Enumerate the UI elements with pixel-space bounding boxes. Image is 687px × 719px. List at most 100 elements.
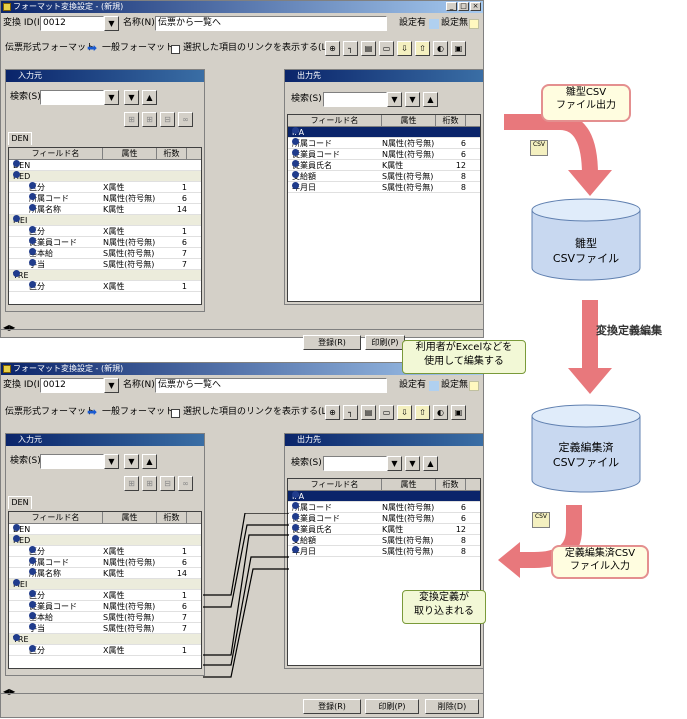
color-tool-icon-2[interactable]: ◐ <box>433 405 448 420</box>
input-search-dropdown-2[interactable]: ▼ <box>104 454 119 469</box>
tab-den[interactable]: DEN <box>8 132 32 145</box>
row-attr: N属性(符号無) <box>103 194 156 203</box>
output-search-down[interactable]: ▼ <box>405 92 420 107</box>
csv-export-icon-2[interactable]: ⇩ <box>397 405 412 420</box>
row-name-text: 年月日 <box>292 183 316 192</box>
csv-export-icon[interactable]: ⇩ <box>397 41 412 56</box>
id-dropdown-button-2[interactable]: ▼ <box>104 378 119 393</box>
maximize-button[interactable]: □ <box>458 2 469 11</box>
input-search-up-2[interactable]: ▲ <box>142 454 157 469</box>
output-search-dropdown[interactable]: ▼ <box>387 92 402 107</box>
field-node-icon <box>13 215 20 222</box>
input-tool-icon-4[interactable]: ∞ <box>178 112 193 127</box>
input-tool-icon-2[interactable]: ⊞ <box>142 112 157 127</box>
tab-den-2[interactable]: DEN <box>8 496 32 509</box>
input-row[interactable]: TRE <box>9 634 201 645</box>
map-tool-icon-2[interactable]: ▤ <box>361 405 376 420</box>
input-search-up[interactable]: ▲ <box>142 90 157 105</box>
output-row[interactable]: IPA <box>288 127 480 138</box>
input-tool-icon-3b[interactable]: ⊟ <box>160 476 175 491</box>
input-tool-icon-3[interactable]: ⊟ <box>160 112 175 127</box>
input-tool-icon-4b[interactable]: ∞ <box>178 476 193 491</box>
link-tool-icon[interactable]: ⊕ <box>325 41 340 56</box>
input-search-field[interactable] <box>40 90 104 105</box>
color-tool-icon[interactable]: ◐ <box>433 41 448 56</box>
output-search-field-2[interactable] <box>323 456 387 471</box>
name-field-2[interactable]: 伝票から一覧へ <box>155 378 387 393</box>
input-row[interactable]: DEN <box>9 524 201 535</box>
output-search-field[interactable] <box>323 92 387 107</box>
input-search-down[interactable]: ▼ <box>124 90 139 105</box>
input-row[interactable]: TRE <box>9 270 201 281</box>
output-search-down-2[interactable]: ▼ <box>405 456 420 471</box>
output-search-up-2[interactable]: ▲ <box>423 456 438 471</box>
name-field[interactable]: 伝票から一覧へ <box>155 16 387 31</box>
print-button-2[interactable]: 印刷(P) <box>365 699 419 714</box>
splitter-arrows-icon[interactable]: ◀▶ <box>3 323 16 332</box>
input-search-field-2[interactable] <box>40 454 104 469</box>
link-checkbox-2[interactable] <box>171 409 180 418</box>
input-tool-icon-2b[interactable]: ⊞ <box>142 476 157 491</box>
link-checkbox[interactable] <box>171 45 180 54</box>
register-button[interactable]: 登録(R) <box>303 335 361 350</box>
input-row[interactable]: MEI <box>9 579 201 590</box>
input-row[interactable]: HED <box>9 535 201 546</box>
row-digits: 6 <box>460 150 466 159</box>
input-row[interactable]: DEN <box>9 160 201 171</box>
input-tool-icon-1b[interactable]: ⊞ <box>124 476 139 491</box>
input-tool-icon-1[interactable]: ⊞ <box>124 112 139 127</box>
splitter-arrows-icon-2[interactable]: ◀▶ <box>3 687 16 696</box>
link-tool-icon-2[interactable]: ⊕ <box>325 405 340 420</box>
output-search-up[interactable]: ▲ <box>423 92 438 107</box>
csv-import-icon-2[interactable]: ⇧ <box>415 405 430 420</box>
close-button[interactable]: × <box>470 2 481 11</box>
csv-import-icon[interactable]: ⇧ <box>415 41 430 56</box>
input-search-dropdown[interactable]: ▼ <box>104 90 119 105</box>
output-search-dropdown-2[interactable]: ▼ <box>387 456 402 471</box>
tree-tool-icon-2[interactable]: ┐ <box>343 405 358 420</box>
window-tool-icon[interactable]: ▣ <box>451 41 466 56</box>
delete-button[interactable]: 削除(D) <box>425 699 479 714</box>
window-tool-icon-2[interactable]: ▣ <box>451 405 466 420</box>
input-row[interactable]: MEI <box>9 215 201 226</box>
map-tool-icon[interactable]: ▤ <box>361 41 376 56</box>
id-field[interactable]: 0012 <box>40 16 104 31</box>
input-row[interactable]: HED <box>9 171 201 182</box>
output-row[interactable]: IPA <box>288 491 480 502</box>
print-button[interactable]: 印刷(P) <box>365 335 405 350</box>
save-tool-icon-2[interactable]: ▭ <box>379 405 394 420</box>
save-tool-icon[interactable]: ▭ <box>379 41 394 56</box>
minimize-button[interactable]: _ <box>446 2 457 11</box>
id-dropdown-button[interactable]: ▼ <box>104 16 119 31</box>
register-button-2[interactable]: 登録(R) <box>303 699 361 714</box>
tree-tool-icon[interactable]: ┐ <box>343 41 358 56</box>
input-search-down-2[interactable]: ▼ <box>124 454 139 469</box>
id-field-2[interactable]: 0012 <box>40 378 104 393</box>
